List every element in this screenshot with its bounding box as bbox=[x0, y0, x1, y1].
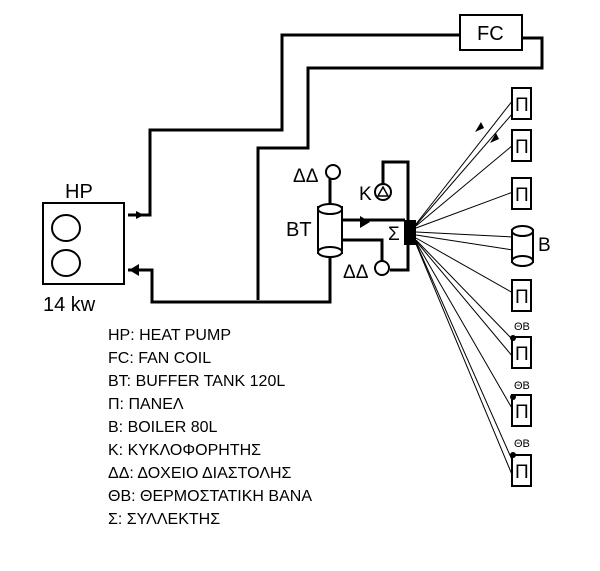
hp-power-label: 14 kw bbox=[43, 294, 96, 316]
valve-icon bbox=[510, 452, 516, 458]
buffer-tank-top bbox=[317, 203, 343, 215]
arrow-icon bbox=[129, 264, 139, 276]
panel: Π bbox=[511, 279, 532, 312]
legend-item: Π: ΠΑΝΕΛ bbox=[108, 396, 184, 413]
arrow-icon bbox=[136, 211, 144, 219]
boiler: Β bbox=[511, 225, 551, 267]
collector: Σ bbox=[388, 220, 416, 245]
valve-icon bbox=[510, 394, 516, 400]
legend-item: ΘΒ: ΘΕΡΜΟΣΤΑΤΙΚΗ ΒΑΝΑ bbox=[108, 488, 312, 505]
collector-label: Σ bbox=[388, 224, 400, 245]
legend-item: HP: HEAT PUMP bbox=[108, 327, 231, 344]
hp-label: HP bbox=[65, 181, 93, 203]
hp-arrows bbox=[129, 211, 370, 276]
svg-text:Π: Π bbox=[515, 462, 529, 483]
legend-item: Σ: ΣΥΛΛΕΚΤΗΣ bbox=[108, 511, 220, 528]
bt-label: BT bbox=[286, 219, 312, 241]
fan-coil-label: FC bbox=[477, 23, 504, 45]
expansion-tank-label-bottom: ΔΔ bbox=[343, 262, 369, 283]
pipe-network bbox=[128, 33, 544, 304]
expansion-tank-label-top: ΔΔ bbox=[293, 166, 319, 187]
expansion-tank-icon bbox=[374, 260, 390, 276]
valve-icon bbox=[510, 335, 516, 341]
heat-pump: HP 14 kw bbox=[42, 181, 125, 316]
thermostatic-valve-label: ΘΒ bbox=[514, 380, 530, 392]
svg-text:Π: Π bbox=[515, 287, 529, 308]
legend-item: B: BOILER 80L bbox=[108, 419, 217, 436]
boiler-bottom bbox=[511, 255, 534, 267]
arrow-icon bbox=[490, 133, 499, 143]
legend-item: FC: FAN COIL bbox=[108, 350, 211, 367]
distribution-lines bbox=[415, 99, 514, 478]
svg-text:Π: Π bbox=[515, 185, 529, 206]
panel: Π bbox=[511, 394, 532, 427]
circulator: Κ bbox=[359, 183, 392, 205]
fan-icon bbox=[51, 249, 81, 277]
thermostatic-valve-label: ΘΒ bbox=[514, 438, 530, 450]
buffer-tank: BT bbox=[286, 203, 343, 258]
panel: Π bbox=[511, 87, 532, 120]
panel: Π bbox=[511, 454, 532, 487]
buffer-tank-bottom bbox=[317, 246, 343, 258]
heat-pump-box bbox=[42, 202, 125, 285]
legend-item: ΔΔ: ΔΟΧΕΙΟ ΔΙΑΣΤΟΛΗΣ bbox=[108, 465, 292, 482]
collector-block bbox=[404, 220, 416, 245]
expansion-tank-bottom: ΔΔ bbox=[343, 260, 390, 283]
legend: HP: HEAT PUMP FC: FAN COIL BT: BUFFER TA… bbox=[108, 327, 312, 528]
panel: Π bbox=[511, 336, 532, 369]
arrow-icon bbox=[360, 216, 370, 228]
boiler-top bbox=[511, 225, 534, 237]
circulator-triangle-icon bbox=[376, 185, 390, 197]
fan-icon bbox=[51, 214, 81, 242]
svg-text:Π: Π bbox=[515, 344, 529, 365]
svg-text:Π: Π bbox=[515, 137, 529, 158]
legend-item: BT: BUFFER TANK 120L bbox=[108, 373, 285, 390]
circulator-label: Κ bbox=[359, 184, 372, 205]
svg-text:Π: Π bbox=[515, 95, 529, 116]
boiler-label: Β bbox=[538, 235, 551, 256]
panel: Π bbox=[511, 129, 532, 162]
thermostatic-valves: ΘΒ ΘΒ ΘΒ bbox=[510, 321, 530, 458]
svg-text:Π: Π bbox=[515, 402, 529, 423]
panel: Π bbox=[511, 177, 532, 210]
fan-coil-box bbox=[459, 14, 523, 51]
legend-item: Κ: ΚΥΚΛΟΦΟΡΗΤΗΣ bbox=[108, 442, 261, 459]
thermostatic-valve-label: ΘΒ bbox=[514, 321, 530, 333]
panels: Π Π Π Π Π Π Π bbox=[511, 87, 532, 487]
expansion-tank-icon bbox=[325, 164, 341, 180]
arrow-icon bbox=[475, 122, 484, 132]
expansion-tank-top: ΔΔ bbox=[293, 164, 341, 187]
fan-coil: FC bbox=[459, 14, 523, 51]
